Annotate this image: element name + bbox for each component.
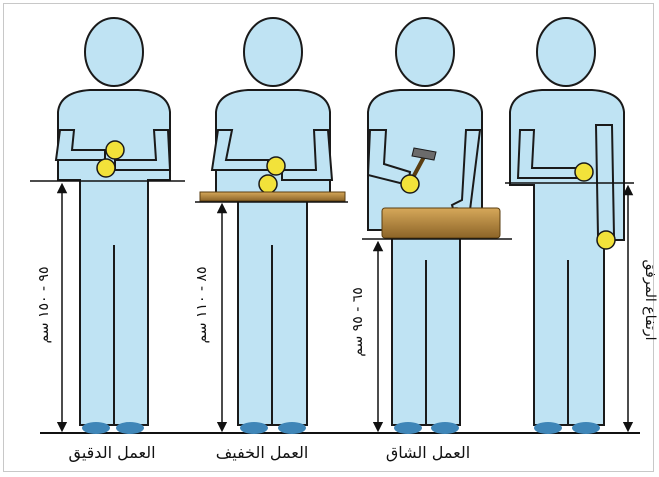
caption-heavy: العمل الشاق <box>386 443 470 462</box>
range-label-light: ٨٥ - ١١٠ سم <box>194 266 210 343</box>
range-label-heavy: ٦٥ - ٩٥ سم <box>350 287 366 357</box>
figure-precision-work <box>56 18 170 434</box>
figure-light-work <box>212 18 332 434</box>
range-label-elbow-height: ارتفاع المرفق <box>642 259 658 340</box>
work-board-light <box>200 192 345 201</box>
range-label-precision: ٩٥ - ١٥٠ سم <box>36 266 52 343</box>
figure-elbow-height <box>510 18 624 434</box>
caption-precision: العمل الدقيق <box>68 443 155 463</box>
work-block-heavy <box>382 208 500 238</box>
caption-light: العمل الخفيف <box>216 443 309 462</box>
